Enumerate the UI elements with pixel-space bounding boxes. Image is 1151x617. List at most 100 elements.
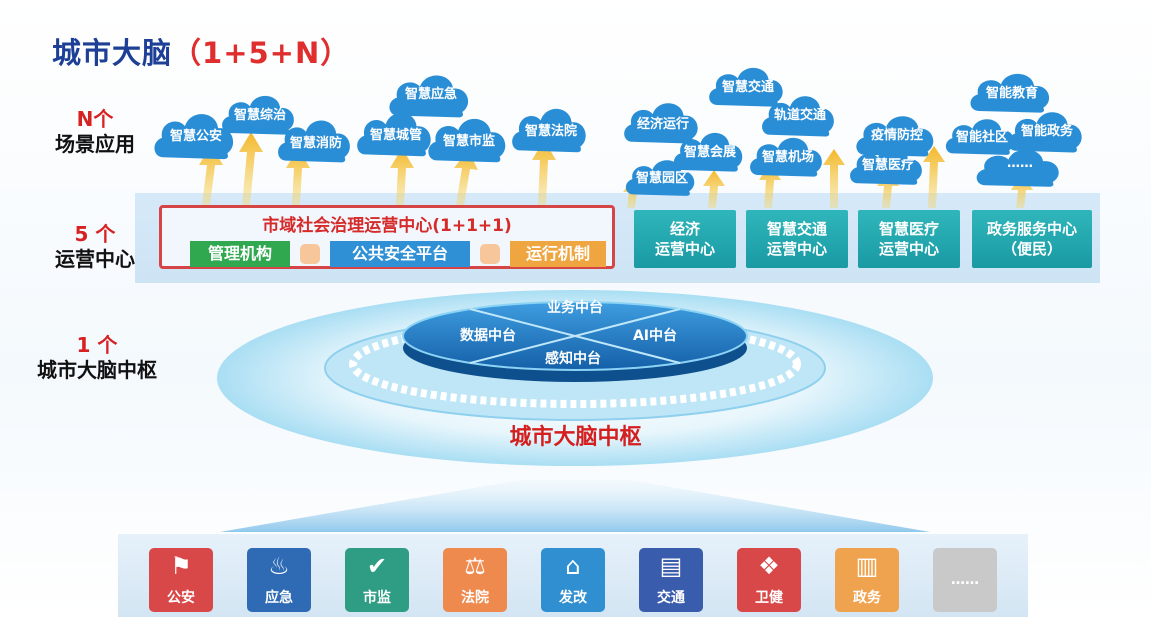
mechanism-chip: 运行机制 — [510, 241, 606, 267]
scene-name: 智慧公安 — [169, 129, 222, 144]
scene-cloud: 疫情防控 — [852, 108, 942, 160]
arrow-icon — [823, 149, 845, 208]
shield-check-icon: ✔ — [366, 552, 388, 580]
diagram-title: 城市大脑（1+5+N） — [52, 30, 350, 72]
police-icon: ⚑ — [170, 552, 192, 580]
scene-cloud: 经济运行 — [620, 95, 706, 147]
department-tile[interactable]: ⚖法院 — [443, 548, 507, 612]
scene-name: 智能社区 — [955, 130, 1008, 145]
scene-cloud: …… — [972, 142, 1068, 190]
scene-layer-label: N个 场景应用 — [40, 107, 150, 157]
scene-cloud: 智能教育 — [966, 66, 1058, 116]
quadrant-ai: AI中台 — [633, 327, 677, 344]
scene-cloud: 智慧公安 — [150, 105, 242, 163]
health-icon: ❖ — [758, 552, 780, 580]
scene-name: 经济运行 — [636, 117, 689, 132]
arrow-icon — [532, 140, 556, 205]
hub-title: 城市大脑中枢 — [509, 425, 642, 450]
scene-cloud: 智慧园区 — [622, 153, 702, 199]
cloud-icon — [762, 96, 834, 137]
office-icon: ▥ — [855, 552, 879, 580]
cloud-icon — [222, 95, 294, 135]
title-main: 城市大脑 — [52, 36, 173, 70]
department-tile[interactable]: ♨应急 — [247, 548, 311, 612]
arrow-icon — [239, 132, 263, 205]
quadrant-data: 数据中台 — [460, 327, 516, 344]
cloud-icon — [856, 116, 934, 157]
divider-line — [469, 308, 681, 364]
scene-name: 智慧消防 — [289, 136, 342, 151]
department-name: 公安 — [167, 590, 195, 606]
department-tile[interactable]: ⚑ 公安 — [149, 548, 213, 612]
economy-ops-center: 经济 运营中心 — [634, 210, 736, 268]
department-name: 交通 — [657, 590, 685, 606]
department-name: …… — [951, 572, 979, 588]
scene-name: 轨道交通 — [773, 108, 826, 123]
scene-cloud: 智能政务 — [1004, 104, 1090, 156]
department-tile[interactable]: ▥政务 — [835, 548, 899, 612]
cloud-icon — [624, 103, 698, 144]
department-tile[interactable]: ⌂ 发改 — [541, 548, 605, 612]
ops-count: 5 个 — [74, 222, 116, 246]
ops-line2: 运营中心 — [766, 240, 827, 258]
bus-icon: ▤ — [659, 552, 683, 580]
scene-cloud: 智慧应急 — [385, 67, 477, 121]
building-icon: ⌂ — [565, 552, 581, 580]
scene-cloud: 智能社区 — [942, 112, 1022, 158]
department-tile[interactable]: ▤ 交通 — [639, 548, 703, 612]
ops-line2: 运营中心 — [878, 240, 939, 258]
cloud-icon — [945, 119, 1015, 155]
scene-name: 智慧交通 — [721, 80, 774, 95]
management-chip: 管理机构 — [190, 241, 290, 267]
cloud-icon — [389, 75, 469, 118]
siren-icon: ♨ — [268, 552, 290, 580]
department-name: 市监 — [363, 590, 391, 606]
scene-name: 智能教育 — [985, 86, 1038, 101]
cloud-icon — [428, 118, 506, 163]
ops-text: 运营中心 — [55, 247, 135, 271]
scene-name: 智慧市监 — [442, 134, 495, 149]
scene-name: 疫情防控 — [870, 128, 923, 143]
scene-cloud: 智慧市监 — [424, 110, 514, 166]
scene-name: 智慧会展 — [683, 145, 736, 160]
scene-text: 场景应用 — [55, 132, 135, 156]
arrow-icon — [703, 170, 725, 208]
department-tile[interactable]: ✔ 市监 — [345, 548, 409, 612]
hub-layer-label: 1 个 城市大脑中枢 — [22, 333, 172, 383]
arrow-icon — [454, 150, 478, 205]
scene-name: …… — [1007, 156, 1033, 171]
arrow-icon — [286, 148, 310, 205]
hub-text: 城市大脑中枢 — [37, 358, 157, 382]
cloud-icon — [970, 73, 1050, 113]
cloud-icon — [850, 147, 922, 185]
city-brain-hub: 业务中台 数据中台 AI中台 感知中台 — [217, 290, 933, 532]
quadrant-business: 业务中台 — [547, 299, 603, 316]
arrow-icon — [923, 146, 945, 208]
department-tile[interactable]: ❖ 卫健 — [737, 548, 801, 612]
scene-cloud: 智慧医疗 — [846, 140, 930, 188]
scene-cloud: 智慧综治 — [218, 88, 302, 138]
department-name: 卫健 — [755, 590, 783, 606]
cloud-icon — [357, 112, 431, 157]
scene-name: 智慧园区 — [635, 171, 688, 186]
social-governance-center: 市域社会治理运营中心(1+1+1) 管理机构 公共安全平台 运行机制 — [159, 205, 615, 269]
scene-name: 智慧法院 — [524, 124, 577, 139]
cloud-icon — [625, 160, 695, 196]
scene-cloud: 智慧城管 — [353, 104, 439, 160]
scene-name: 智慧城管 — [369, 128, 422, 143]
gov-service-center: 政务服务中心 （便民） — [972, 210, 1092, 268]
cloud-icon — [976, 149, 1059, 187]
ops-line1: 经济 — [669, 220, 700, 238]
ops-line2: （便民） — [1001, 240, 1062, 258]
department-name: 发改 — [559, 590, 587, 606]
scene-name: 智慧机场 — [761, 150, 814, 165]
scene-name: 智慧应急 — [404, 87, 457, 102]
ops-layer-label: 5 个 运营中心 — [40, 222, 150, 272]
quadrant-sensing: 感知中台 — [545, 350, 601, 367]
ops-line1: 智慧医疗 — [878, 220, 939, 238]
department-tile[interactable]: …… — [933, 548, 997, 612]
scene-cloud: 智慧机场 — [746, 130, 830, 180]
medical-ops-center: 智慧医疗 运营中心 — [858, 210, 960, 268]
scene-name: 智能政务 — [1020, 124, 1073, 139]
cloud-icon — [709, 67, 783, 107]
